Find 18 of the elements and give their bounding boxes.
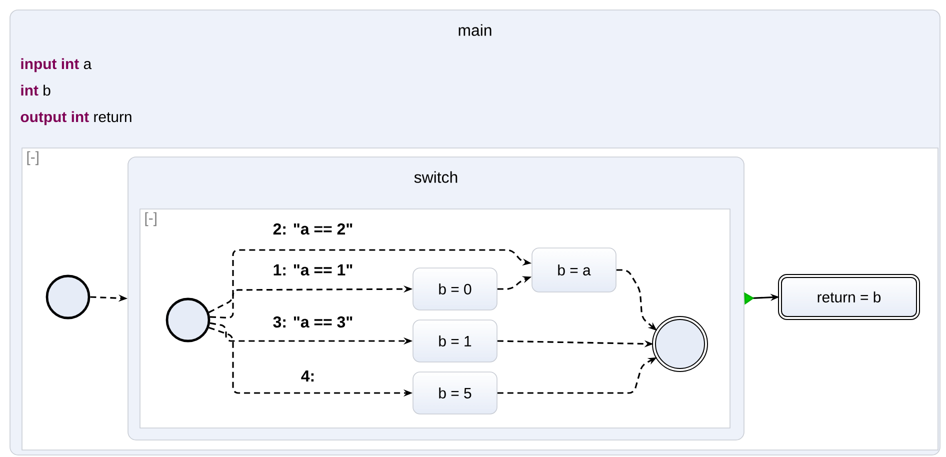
state-title: main [458, 24, 492, 36]
edge-label: 2: "a == 2" [272, 222, 354, 236]
state-box: b = 0 [412, 268, 498, 310]
edge-label: 3: "a == 3" [272, 315, 354, 329]
state-box: b = a [532, 248, 616, 292]
edge-label: 4: [300, 370, 316, 382]
edge-label: 1: "a == 1" [272, 263, 354, 277]
collapse-label: [-] [145, 212, 156, 226]
declaration: int b [21, 84, 50, 96]
state-box: return = b [778, 274, 920, 320]
state-title: switch [414, 171, 458, 183]
initial-state [166, 298, 210, 342]
state-box: b = 1 [412, 320, 498, 362]
state-box: b = 5 [412, 372, 498, 414]
initial-state [46, 274, 90, 320]
declaration: input int a [21, 58, 92, 72]
collapse-label: [-] [27, 151, 38, 166]
declaration: output int return [20, 111, 132, 126]
